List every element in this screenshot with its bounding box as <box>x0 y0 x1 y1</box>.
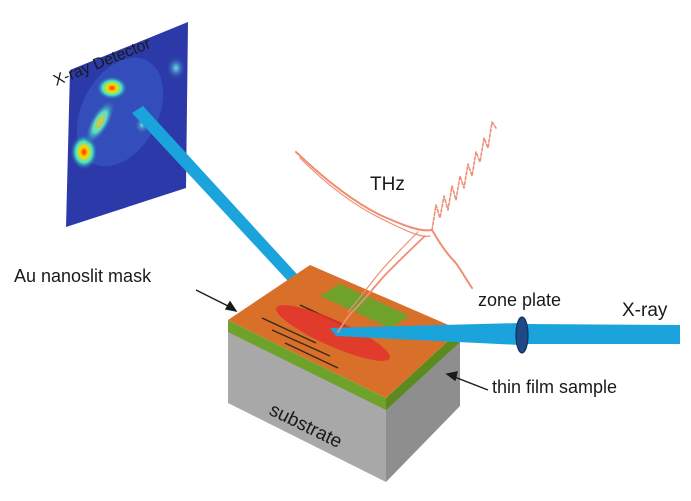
xray-label: X-ray <box>622 300 668 321</box>
nanoslit <box>261 317 317 344</box>
thin-film-side <box>386 330 460 410</box>
zone-plate-label: zone plate <box>478 290 561 310</box>
focus-spot <box>276 305 390 361</box>
nanoslit <box>271 329 331 357</box>
thz-pulse <box>295 121 497 333</box>
substrate-side <box>386 340 460 482</box>
xray-detector <box>66 22 188 227</box>
thin-film-sample-label: thin film sample <box>492 377 617 397</box>
substrate-front <box>228 330 386 482</box>
zone-plate <box>515 316 529 354</box>
incident-xray-beam <box>525 324 680 344</box>
mask-window <box>320 284 410 328</box>
thin-film-pointer <box>451 375 489 391</box>
focused-beam <box>330 323 520 345</box>
nanoslit <box>284 342 339 369</box>
au-nanoslit-mask-label: Au nanoslit mask <box>14 266 152 286</box>
leader-arrows <box>195 289 489 391</box>
diffraction-peak-upper <box>96 76 128 100</box>
au-mask-arrowhead <box>224 300 238 313</box>
thin-film-layer <box>228 320 386 410</box>
thin-film-arrowhead <box>445 371 458 382</box>
sample-stack <box>228 265 460 482</box>
thz-label: THz <box>370 174 405 195</box>
au-mask-pointer <box>195 289 233 309</box>
